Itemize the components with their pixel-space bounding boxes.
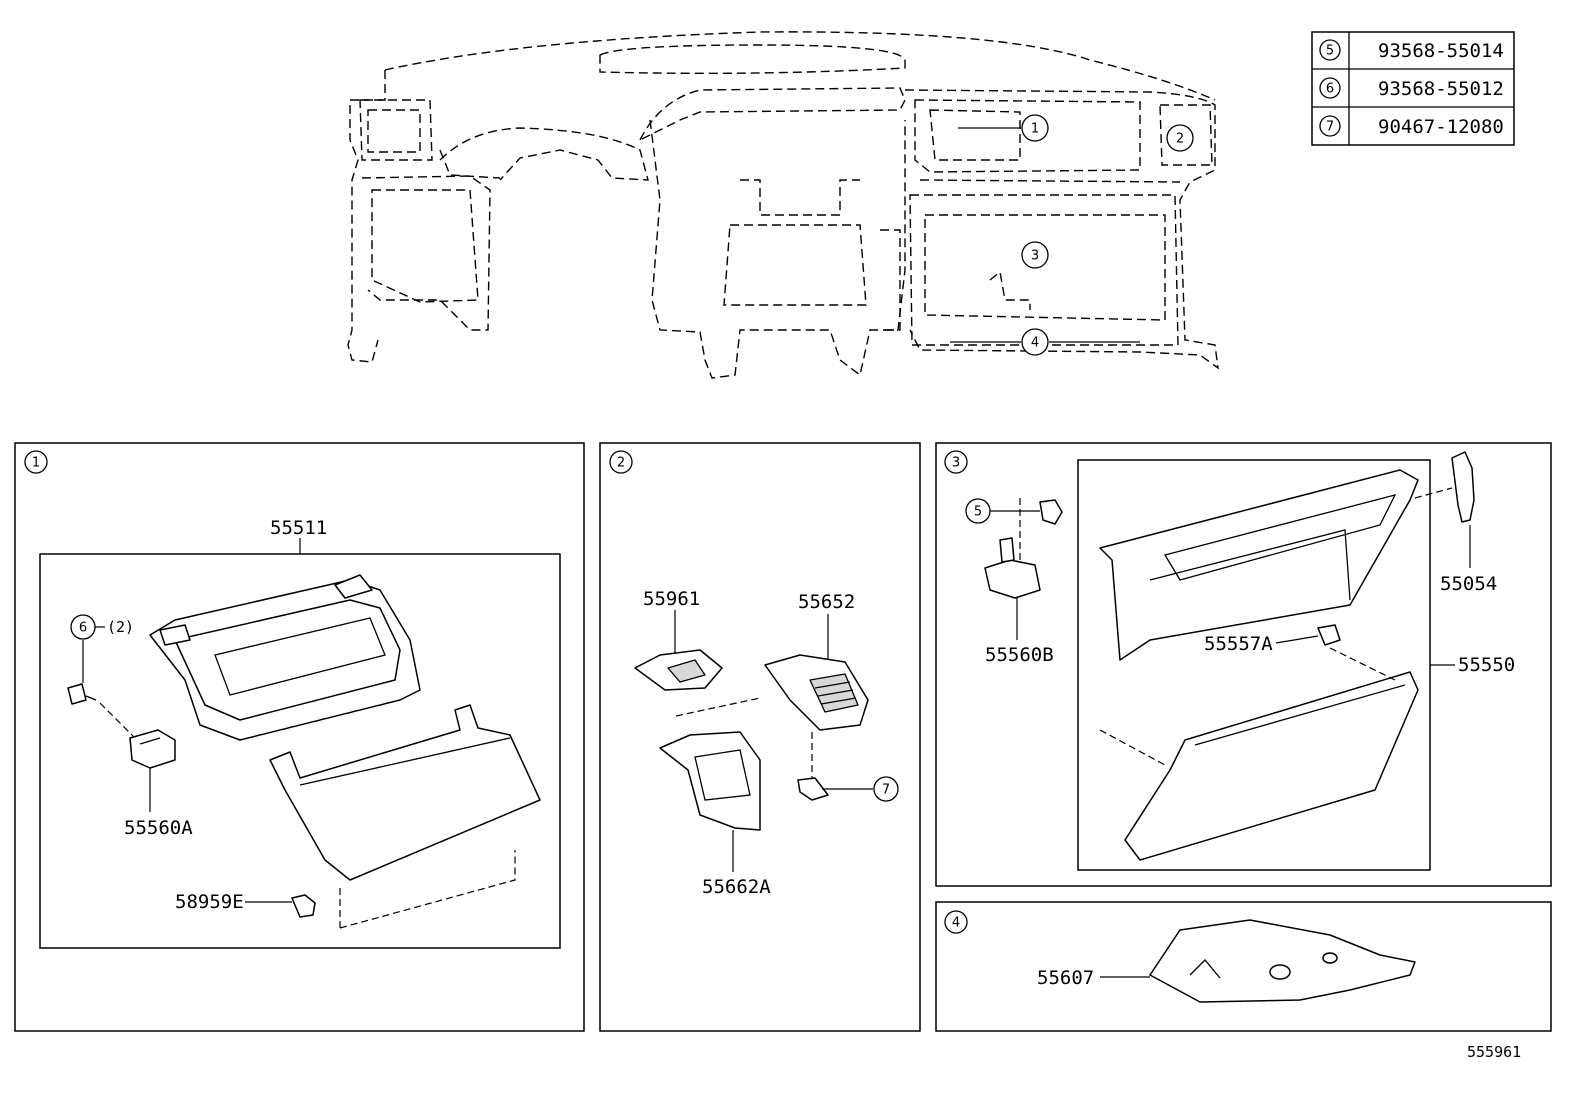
section1-ref-text: 1 <box>32 456 40 471</box>
fastener-7-clip <box>797 777 829 801</box>
section3-parts-ref5-text: 5 <box>974 505 982 520</box>
overview-callouts-1-text: 2 <box>1176 132 1184 147</box>
overview-callouts-3-text: 4 <box>1031 336 1039 351</box>
fastener-6-screw <box>67 683 97 705</box>
fastener-5-bolt <box>1039 499 1063 525</box>
part-55560B-latch <box>984 537 1041 599</box>
section3-ref-text: 3 <box>952 456 960 471</box>
label-55550: 55550 <box>1458 654 1515 676</box>
label-55652: 55652 <box>798 591 855 613</box>
section-1-badge <box>24 450 48 474</box>
section2-ref-text: 2 <box>617 456 625 471</box>
overview-callout-2: 2 <box>1166 124 1194 152</box>
fastener-row-7: 7 90467-12080 <box>1319 115 1504 138</box>
label-58959E: 58959E <box>175 891 244 913</box>
figure-id: 555961 <box>1467 1043 1521 1061</box>
section4-ref-text: 4 <box>952 916 960 931</box>
section1-parts-qty6-text: (2) <box>107 618 134 636</box>
fastener-row-6: 6 93568-55012 <box>1319 77 1504 100</box>
fastener-row-5: 5 93568-55014 <box>1319 39 1504 62</box>
fastener-table: 5 93568-55014 6 93568-55012 7 90467-1208… <box>1311 31 1515 146</box>
section-4-panel: 4 55607 <box>935 901 1552 1032</box>
section1-parts-ref6-text: 6 <box>79 621 87 636</box>
label-55662A: 55662A <box>702 876 771 898</box>
part-55560A-clip <box>129 729 176 769</box>
part-glove-box-compartment <box>1099 469 1419 661</box>
fastener_table-2-ref-text: 7 <box>1326 120 1334 135</box>
instrument-panel-overview <box>347 31 1219 379</box>
label-55560B: 55560B <box>985 644 1054 666</box>
fastener_table-0-ref-text: 5 <box>1326 44 1334 59</box>
section-4-badge <box>944 910 968 934</box>
section-3-badge <box>944 450 968 474</box>
fastener_table-2-part-text: 90467-12080 <box>1378 116 1504 138</box>
section-1-panel: 1 55511 6 (2) <box>14 442 585 1032</box>
part-55652-register <box>764 654 869 731</box>
label-55607: 55607 <box>1037 967 1094 989</box>
ref-7-badge <box>873 776 899 802</box>
overview-callout-1: 1 <box>958 114 1049 142</box>
part-58959E-cushion <box>291 894 316 918</box>
fastener_table-1-ref-text: 6 <box>1326 82 1334 97</box>
part-55662A-panel <box>659 731 761 831</box>
part-55961-bezel <box>634 649 723 691</box>
label-55560A: 55560A <box>124 817 193 839</box>
part-glove-box-frame <box>149 574 421 741</box>
label-55961: 55961 <box>643 588 700 610</box>
overview-callouts-0-text: 1 <box>1031 122 1039 137</box>
part-glove-box-door <box>269 704 541 881</box>
part-55607-bracket <box>1149 919 1416 1003</box>
fastener_table-1-part-text: 93568-55012 <box>1378 78 1504 100</box>
part-55054-damper <box>1451 451 1475 523</box>
section-3-panel: 3 5 55560B 55557A <box>935 442 1552 887</box>
overview-callouts-2-text: 3 <box>1031 249 1039 264</box>
section-2-panel: 2 55961 55652 55662A 7 <box>599 442 921 1032</box>
overview-callout-3: 3 <box>1021 241 1049 269</box>
fastener_table-0-part-text: 93568-55014 <box>1378 40 1504 62</box>
overview-callout-4: 4 <box>950 328 1140 356</box>
part-55557A-bumper <box>1317 624 1341 646</box>
label-55511: 55511 <box>270 517 327 539</box>
label-55557A: 55557A <box>1204 633 1273 655</box>
section2-parts-ref7-text: 7 <box>882 783 890 798</box>
section-2-badge <box>609 450 633 474</box>
label-55054: 55054 <box>1440 573 1497 595</box>
overview-callouts: 1 2 3 4 <box>950 114 1194 356</box>
part-glove-box-door-lower <box>1124 671 1419 861</box>
